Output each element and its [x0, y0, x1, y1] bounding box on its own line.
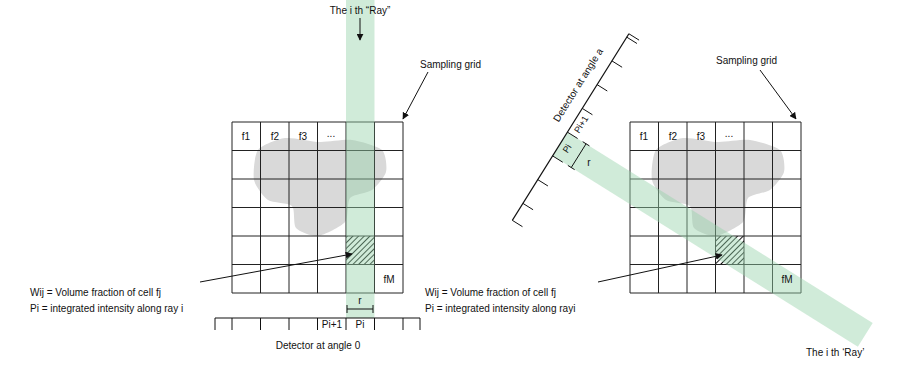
annotation-label: Wij = Volume fraction of cell fj — [425, 287, 556, 298]
detector-tick — [612, 61, 622, 67]
detector-tick — [582, 108, 592, 114]
detector-tick — [215, 318, 216, 330]
cell-label: fM — [781, 274, 792, 285]
detector-tick — [420, 318, 421, 330]
dimension-line — [571, 144, 586, 168]
dimension-tick — [347, 305, 348, 313]
leader-line — [200, 254, 352, 282]
detector-tick — [374, 318, 375, 330]
grid-line — [232, 293, 403, 294]
ray-band — [553, 132, 873, 347]
annotation-label: Pi+1 — [573, 115, 591, 136]
right-panel — [512, 34, 872, 347]
annotation-label: Pi — [356, 319, 365, 330]
grid-line — [403, 122, 404, 293]
annotation-label: Sampling grid — [716, 55, 777, 66]
left-panel — [200, 0, 428, 330]
detector-tick — [317, 318, 318, 330]
grid-line — [232, 264, 403, 265]
annotation-label: Pi+1 — [322, 319, 342, 330]
detector-tick — [567, 132, 577, 138]
detector-tick — [232, 318, 233, 330]
dimension-tick — [583, 142, 590, 146]
cell-label: ... — [327, 128, 335, 139]
detector-tick — [523, 203, 533, 209]
cell-label: f2 — [271, 131, 279, 142]
leader-line — [760, 70, 796, 119]
detector-tick — [260, 318, 261, 330]
sampling-grid — [232, 122, 403, 293]
annotation-label: r — [358, 295, 361, 306]
detector-tick — [629, 34, 639, 40]
leader-line — [403, 72, 428, 119]
annotation-label: Detector at angle 0 — [276, 340, 361, 351]
ray-band — [346, 0, 375, 318]
annotation-label: Wij = Volume fraction of cell fj — [30, 287, 161, 298]
cell-label: fM — [383, 274, 394, 285]
grid-line — [232, 236, 403, 237]
dimension-line — [347, 309, 373, 310]
detector-tick — [512, 220, 522, 226]
detector-line — [512, 34, 629, 221]
annotation-label: Pi = integrated intensity along ray i — [30, 303, 183, 314]
annotation-label: The i th ‘Ray’ — [806, 347, 864, 358]
annotation-label: Detector at angle a — [551, 46, 605, 123]
cell-label: f1 — [242, 131, 250, 142]
dimension-tick — [568, 165, 575, 169]
annotation-label: Pi — [561, 143, 574, 155]
cell-label: f3 — [697, 131, 705, 142]
cell-label: f3 — [299, 131, 307, 142]
leader-line — [598, 255, 722, 282]
pointer-arrow — [360, 18, 361, 40]
annotation-label: r — [587, 157, 590, 168]
grid-line — [801, 122, 802, 293]
cell-label: f1 — [640, 131, 648, 142]
detector-tick — [346, 318, 347, 330]
cell-label: ... — [725, 128, 733, 139]
detector-tick — [403, 318, 404, 330]
detector-tick — [289, 318, 290, 330]
annotation-label: The i th “Ray” — [330, 5, 391, 16]
detector-tick — [538, 180, 548, 186]
dimension-tick — [373, 305, 374, 313]
detector-tick — [553, 156, 563, 162]
annotation-label: Sampling grid — [420, 59, 481, 70]
grid-line — [232, 207, 403, 208]
annotation-label: Pi = integrated intensity along rayi — [425, 303, 575, 314]
cell-label: f2 — [669, 131, 677, 142]
detector-tick — [597, 85, 607, 91]
